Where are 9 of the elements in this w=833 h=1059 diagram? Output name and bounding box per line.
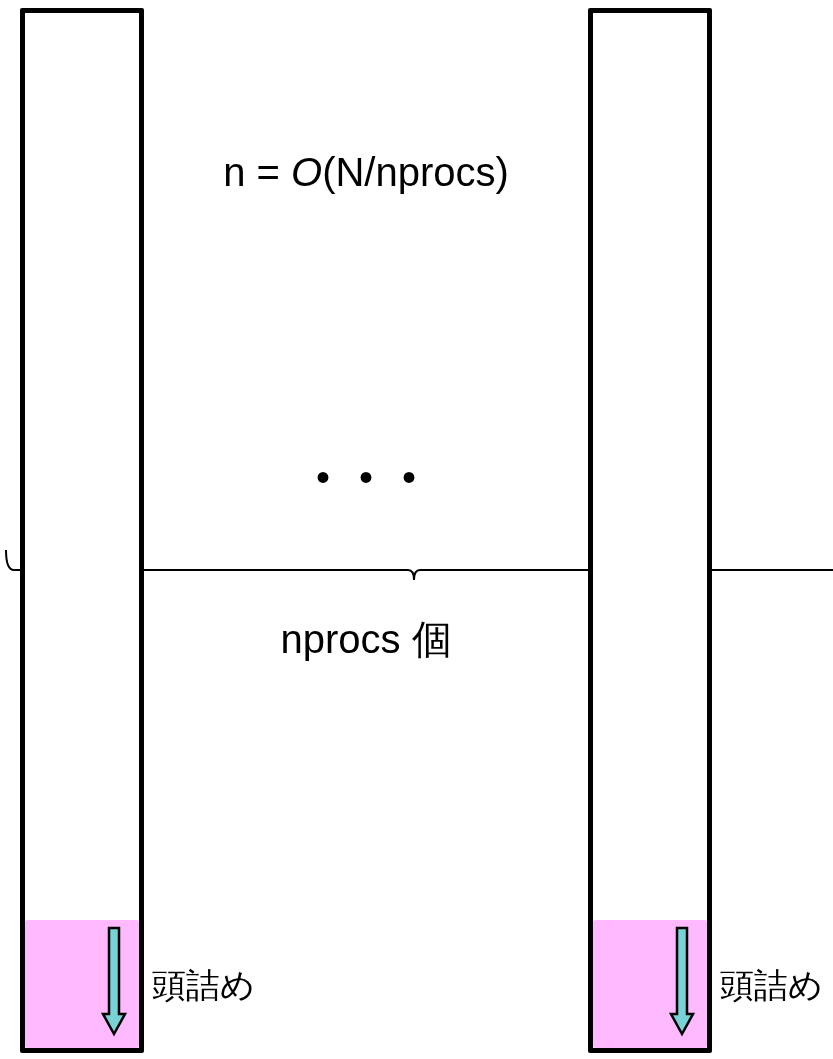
side-note: 頭詰め: [720, 965, 823, 1006]
side-note: 頭詰め: [152, 965, 255, 1006]
filled-region: [593, 920, 707, 1048]
column-box: [20, 8, 144, 1053]
column-box: [588, 8, 712, 1053]
count-label: nprocs 個: [280, 616, 452, 663]
filled-region: [25, 920, 139, 1048]
formula-text: n = O(N/nprocs): [223, 150, 509, 195]
ellipsis-dots: • • •: [315, 455, 417, 500]
